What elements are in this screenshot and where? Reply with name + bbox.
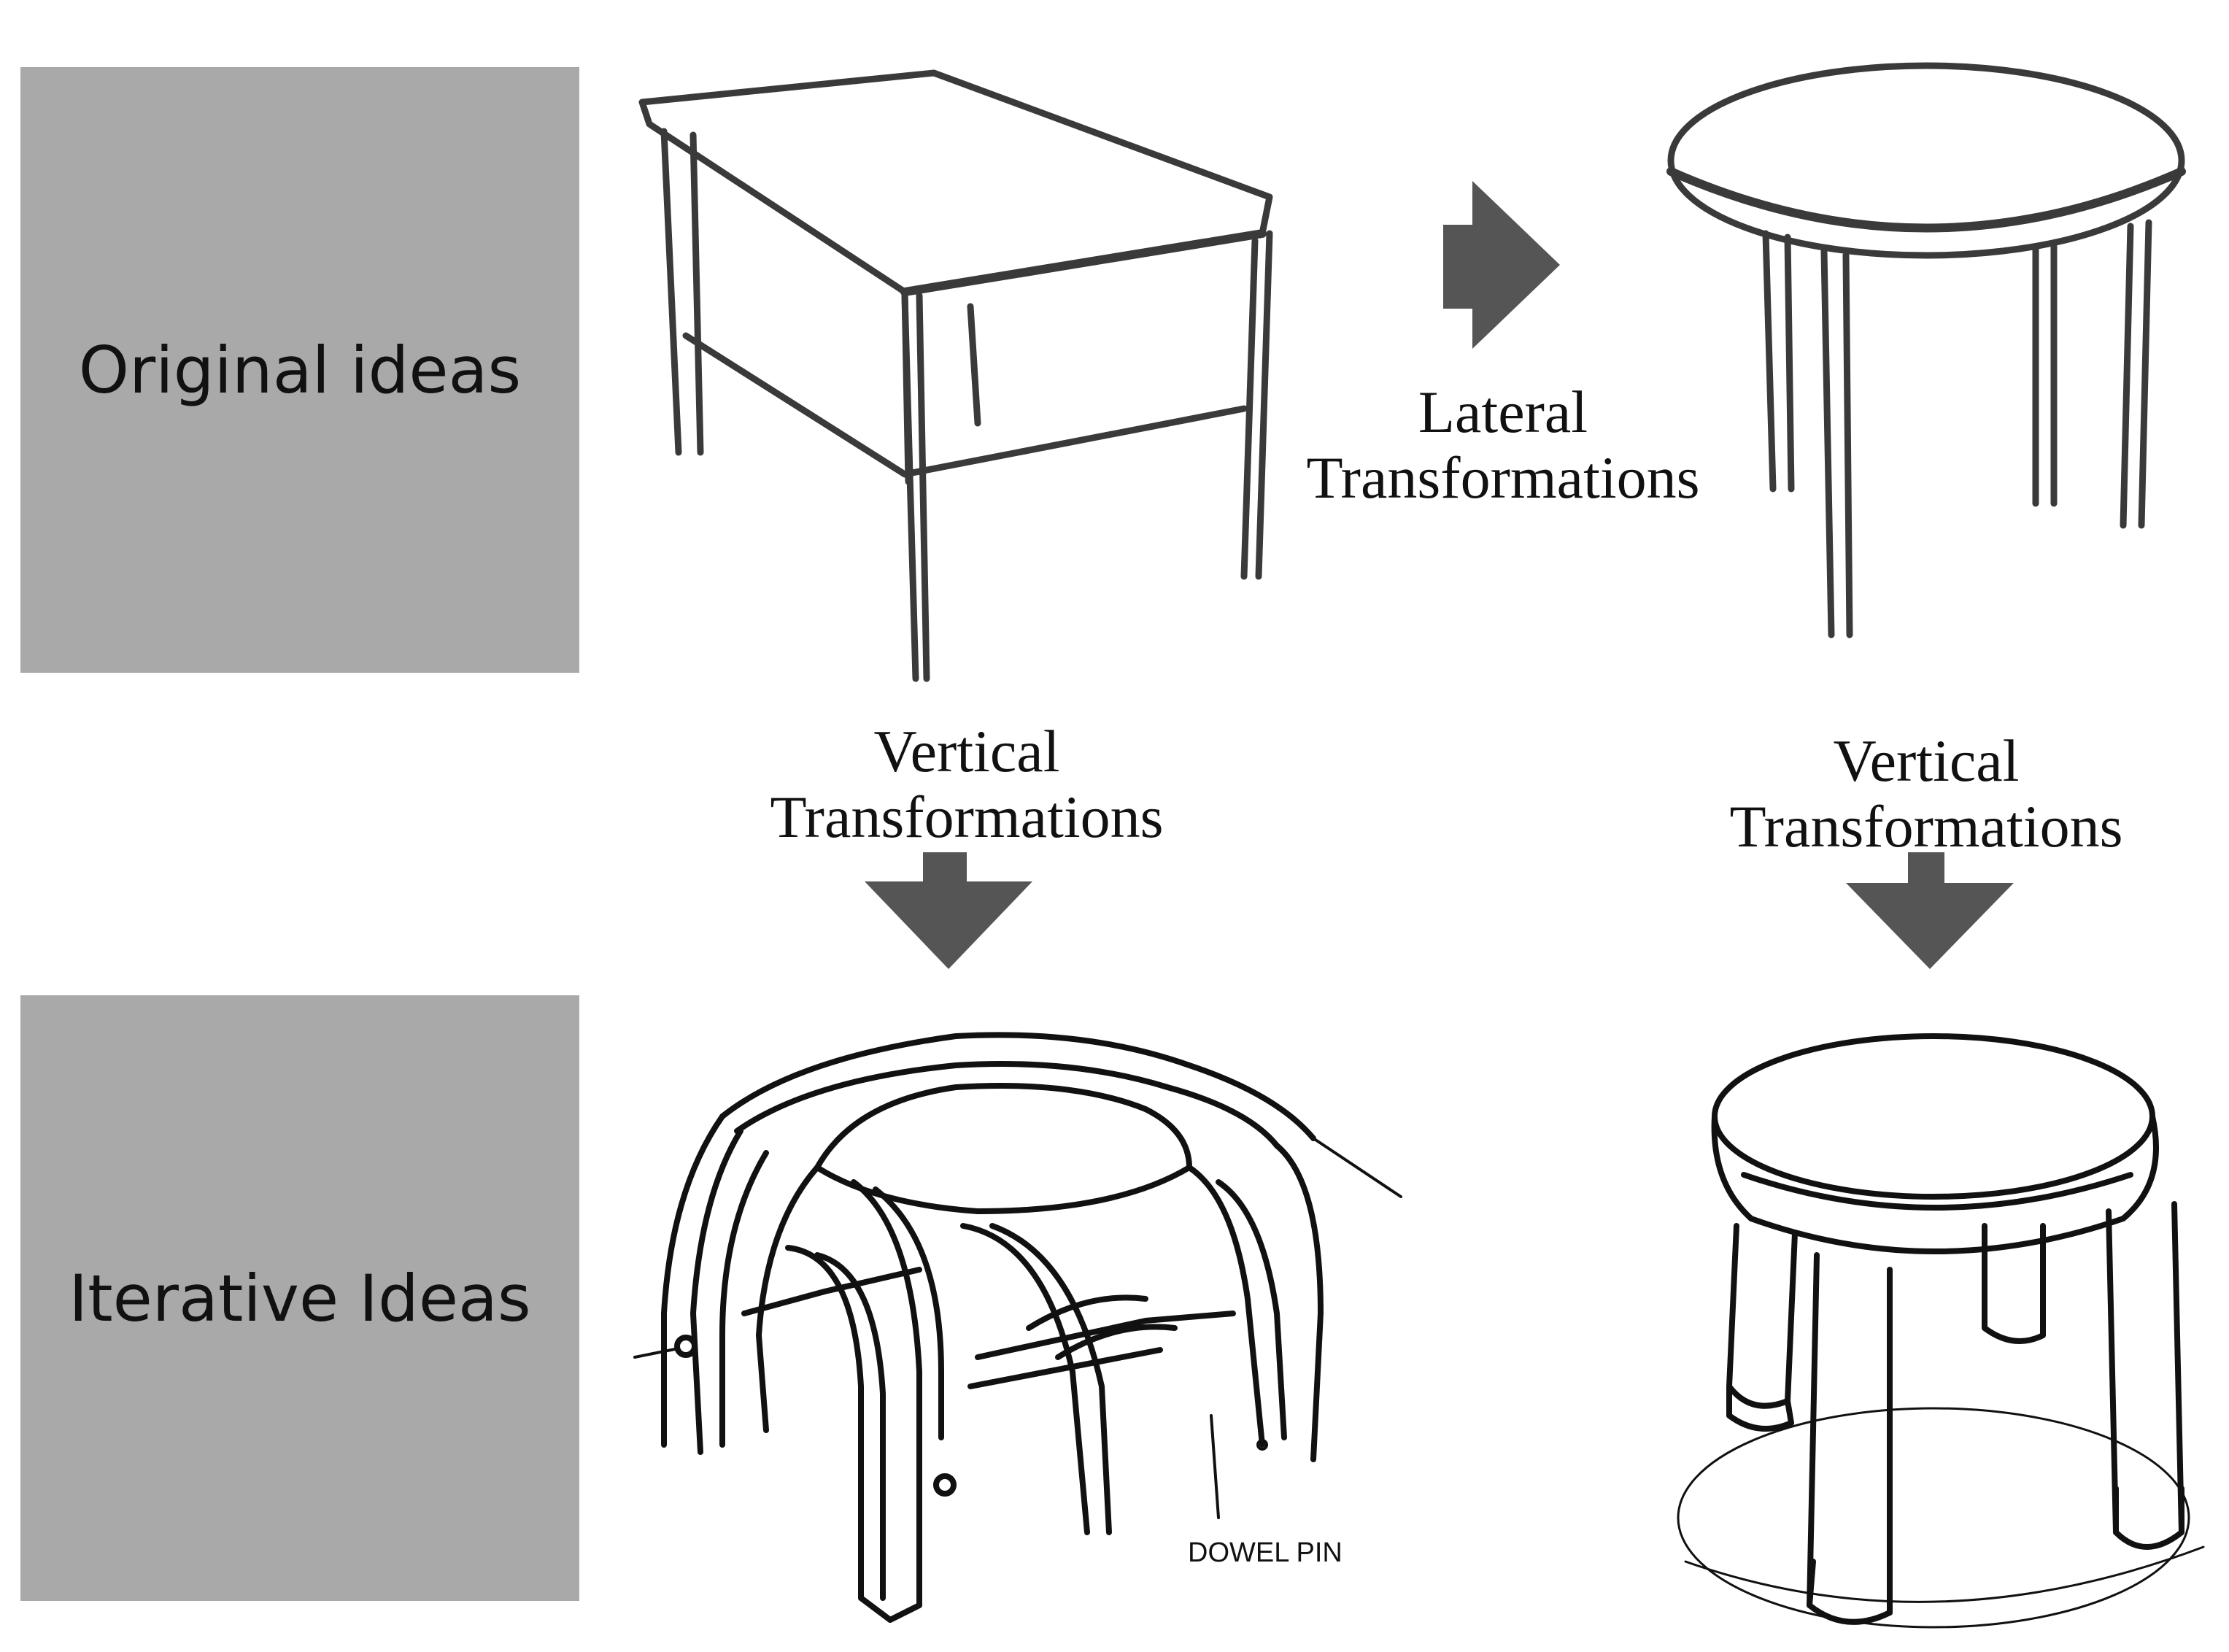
vertical-left-arrow-icon [865,852,1032,969]
dowel-pin-annotation: DOWEL PIN [1188,1537,1343,1568]
lateral-transformations-caption: Lateral Transformations [1270,379,1737,511]
sketch-arched-stool-icon: DOWEL PIN [633,1032,1402,1623]
iterative-ideas-text: Iterative Ideas [69,1260,531,1336]
original-ideas-text: Original ideas [78,332,522,408]
vertical-right-line-2: Transformations [1729,793,2123,860]
vertical-left-caption: Vertical Transformations [733,719,1200,850]
sketch-round-table-icon [1666,62,2186,638]
sketch-square-table-icon [638,69,1273,682]
iterative-ideas-label: Iterative Ideas [20,995,579,1601]
lateral-caption-line-2: Transformations [1306,444,1700,511]
vertical-left-line-2: Transformations [770,784,1164,850]
lateral-arrow-icon [1443,181,1560,349]
vertical-right-line-1: Vertical [1833,727,2020,794]
vertical-left-line-1: Vertical [873,718,1060,784]
original-ideas-label: Original ideas [20,67,579,673]
lateral-caption-line-1: Lateral [1418,379,1588,445]
vertical-right-caption: Vertical Transformations [1693,728,2160,860]
vertical-right-arrow-icon [1846,852,2014,969]
sketch-round-stool-icon [1677,1033,2205,1629]
